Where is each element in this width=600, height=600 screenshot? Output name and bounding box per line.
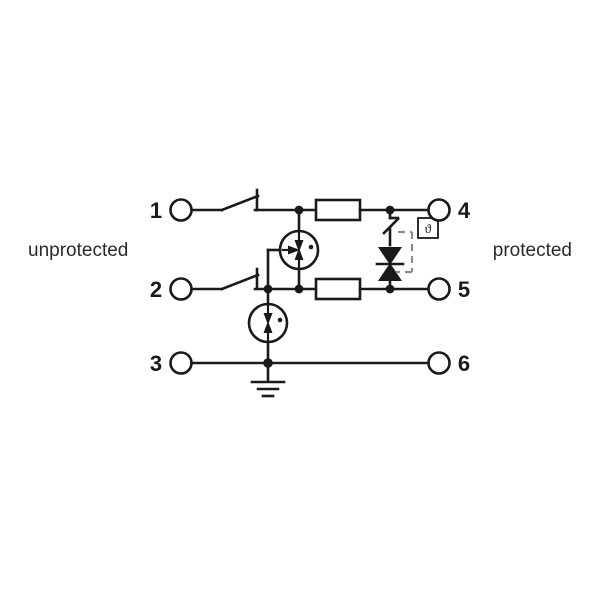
switch-blade-2	[220, 273, 260, 291]
gdt1-electrode-bottom-arrowhead	[294, 248, 304, 260]
line-row-middle	[190, 267, 431, 301]
gas-discharge-tube-2-electrode	[247, 287, 289, 365]
terminal-circle-5[interactable]	[427, 277, 451, 301]
line-row-top	[190, 188, 431, 222]
gdt2-electrode-top-arrowhead	[263, 313, 273, 325]
tvs-triangle-upper	[378, 247, 402, 265]
tvs-diode-with-thermal-disconnect: ϑ	[375, 208, 439, 291]
thermal-sensor-box	[417, 217, 439, 239]
terminal-circle-2[interactable]	[169, 277, 193, 301]
gdt1-gas-dot	[308, 244, 314, 250]
terminal-label-5: 5	[458, 277, 470, 302]
thermal-contact-blade	[382, 217, 400, 235]
label-protected: protected	[493, 240, 572, 261]
gdt2-gas-dot	[277, 317, 283, 323]
resistor-r1	[314, 198, 362, 222]
label-unprotected: unprotected	[28, 240, 128, 261]
terminal-circle-6[interactable]	[427, 351, 451, 375]
gas-discharge-tube-3-electrode	[266, 208, 320, 291]
terminal-circle-1[interactable]	[169, 198, 193, 222]
resistor-r2	[314, 277, 362, 301]
gdt1-electrode-side-arrowhead	[288, 245, 300, 255]
terminal-label-1: 1	[150, 198, 162, 223]
terminal-label-4: 4	[458, 198, 471, 223]
tvs-triangle-lower	[378, 263, 402, 281]
terminal-circle-3[interactable]	[169, 351, 193, 375]
gdt2-electrode-bottom-arrowhead	[263, 321, 273, 333]
terminal-label-2: 2	[150, 277, 162, 302]
earth-ground-symbol	[250, 361, 286, 398]
gdt1-electrode-top-arrowhead	[294, 240, 304, 252]
terminal-label-3: 3	[150, 351, 162, 376]
switch-blade-1	[220, 194, 260, 212]
theta-symbol-label: ϑ	[425, 221, 432, 236]
terminal-circle-4[interactable]	[427, 198, 451, 222]
line-row-bottom	[190, 358, 431, 368]
terminal-label-6: 6	[458, 351, 470, 376]
